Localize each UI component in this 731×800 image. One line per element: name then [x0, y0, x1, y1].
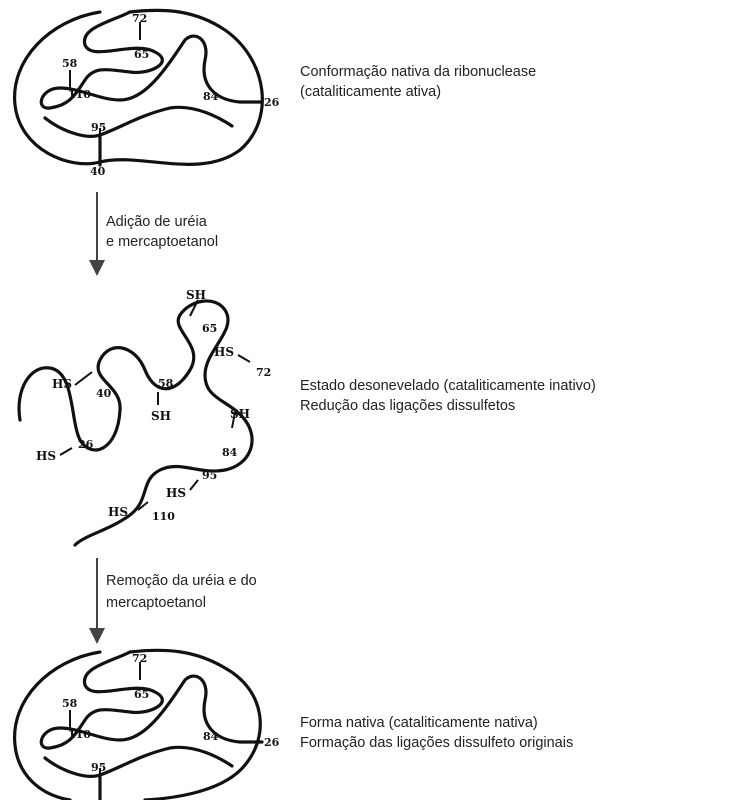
unfolded-hs-label-110: HS [108, 505, 128, 519]
unfolded-caption-line2: Redução das ligações dissulfetos [300, 398, 515, 414]
unfolded-structure: SH 65 HS 72 HS 40 58 SH SH 84 HS 26 95 H… [19, 288, 271, 545]
unfolded-residue-65: 65 [202, 322, 217, 335]
native-outer-loop [15, 10, 263, 164]
unfolded-hs-95 [190, 480, 198, 490]
renatured-structure: 72 65 58 110 84 26 95 [15, 650, 280, 800]
step1-label-line2: e mercaptoetanol [106, 234, 218, 250]
renatured-caption-line2: Formação das ligações dissulfeto origina… [300, 735, 573, 751]
native-residue-58: 58 [62, 57, 78, 70]
unfolded-sh-label-65: SH [186, 288, 206, 302]
unfolded-residue-95: 95 [202, 469, 217, 482]
renatured-residue-65: 65 [134, 688, 149, 701]
native-residue-65: 65 [134, 48, 149, 61]
unfolded-residue-40: 40 [96, 387, 112, 400]
renatured-outer-loop [15, 650, 261, 800]
unfolded-caption-line1: Estado desonevelado (cataliticamente ina… [300, 378, 596, 394]
unfolded-hs-label-40: HS [52, 377, 72, 391]
unfolded-sh-label-58: SH [151, 409, 171, 423]
native-residue-72: 72 [132, 12, 147, 25]
native-residue-40: 40 [90, 165, 106, 178]
renatured-residue-84: 84 [203, 730, 219, 743]
unfolded-residue-58: 58 [158, 377, 174, 390]
renatured-caption-line1: Forma nativa (cataliticamente nativa) [300, 715, 538, 731]
renatured-residue-58: 58 [62, 697, 78, 710]
unfolded-hs-label-72: HS [214, 345, 234, 359]
unfolded-residue-84: 84 [222, 446, 238, 459]
native-lower-chain [45, 107, 232, 136]
unfolded-hs-label-26: HS [36, 449, 56, 463]
renatured-lower-chain [45, 747, 232, 776]
unfolded-hs-26 [60, 448, 72, 455]
native-residue-84: 84 [203, 90, 219, 103]
unfolded-hs-label-95: HS [166, 486, 186, 500]
unfolded-hs-72 [238, 355, 250, 362]
renatured-residue-72: 72 [132, 652, 147, 665]
native-residue-26: 26 [264, 96, 280, 109]
step1-label-line1: Adição de uréia [106, 214, 208, 230]
step2-label-line2: mercaptoetanol [106, 595, 206, 611]
unfolded-residue-72: 72 [256, 366, 271, 379]
native-residue-110: 110 [68, 88, 91, 101]
unfolded-residue-110: 110 [152, 510, 175, 523]
unfolded-chain [19, 301, 252, 545]
native-caption-line2: (cataliticamente ativa) [300, 84, 441, 100]
renatured-residue-110: 110 [68, 728, 91, 741]
unfolded-sh-label-84: SH [230, 407, 250, 421]
native-caption-line1: Conformação nativa da ribonuclease [300, 64, 536, 80]
native-residue-95: 95 [91, 121, 106, 134]
step2-label-line1: Remoção da uréia e do [106, 573, 257, 589]
unfolded-residue-26: 26 [78, 438, 94, 451]
native-structure: 72 65 58 110 84 26 95 40 [15, 10, 280, 178]
renatured-residue-95: 95 [91, 761, 106, 774]
renatured-residue-26: 26 [264, 736, 280, 749]
unfolded-hs-40 [75, 372, 92, 385]
